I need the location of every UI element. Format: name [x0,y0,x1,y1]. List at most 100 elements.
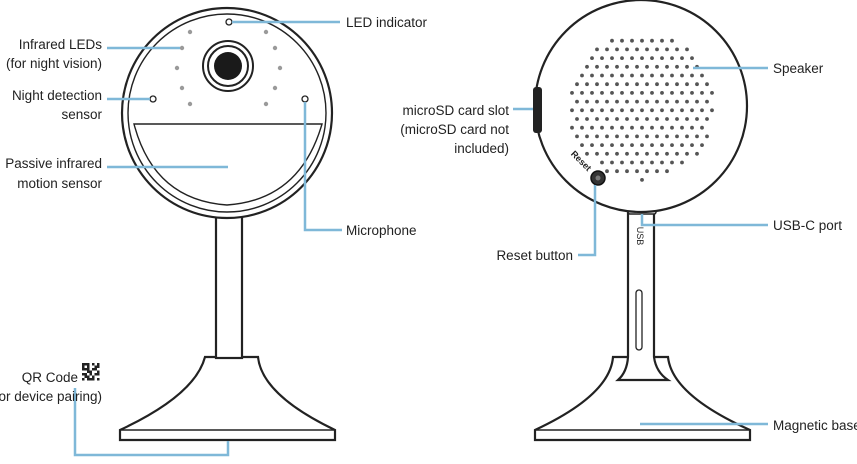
speaker-hole [675,151,679,156]
speaker-hole [615,82,619,87]
speaker-hole [630,56,634,60]
speaker-hole [650,56,654,60]
speaker-hole [620,56,624,60]
speaker-hole [690,125,694,130]
speaker-hole [620,160,624,165]
speaker-hole [670,125,674,130]
speaker-hole [665,64,669,69]
speaker-hole [705,82,709,87]
speaker-hole [580,73,584,78]
speaker-hole [655,134,659,139]
speaker-hole [625,82,629,87]
speaker-hole [670,143,674,148]
speaker-hole [660,73,664,78]
speaker-hole [650,143,654,148]
speaker-hole [660,143,664,148]
speaker-hole [685,64,689,69]
speaker-hole [690,56,694,60]
labels: LED indicator Infrared LEDs (for night v… [0,15,857,433]
speaker-hole [675,82,679,87]
speaker-hole [650,125,654,130]
speaker-hole [635,64,639,69]
speaker-hole [660,56,664,60]
speaker-hole [660,108,664,113]
speaker-hole [610,91,614,95]
speaker-hole [635,151,639,156]
speaker-hole [635,82,639,87]
speaker-hole [585,134,589,139]
speaker-hole [640,160,644,165]
speaker-hole [700,108,704,113]
speaker-hole [600,56,604,60]
speaker-hole [655,151,659,156]
speaker-hole [610,160,614,165]
speaker-hole [640,178,644,182]
speaker-hole [685,134,689,139]
speaker-hole [690,143,694,148]
label-usbc-port: USB-C port [773,218,842,233]
speaker-hole [680,160,684,165]
speaker-hole [615,64,619,69]
stem-slot [635,289,643,351]
speaker-hole [585,151,589,156]
speaker-hole [695,99,699,104]
speaker-hole [605,99,609,104]
speaker-hole [600,73,604,78]
speaker-hole [605,169,609,174]
speaker-hole [585,64,589,69]
speaker-hole [595,134,599,139]
speaker-hole [635,99,639,104]
speaker-hole [705,117,709,121]
speaker-hole [570,108,574,113]
speaker-hole [685,47,689,52]
speaker-hole [685,99,689,104]
speaker-hole [635,134,639,139]
speaker-hole [655,169,659,174]
speaker-hole [655,82,659,87]
speaker-hole [645,169,649,174]
microphone-hole [301,95,309,103]
speaker-hole [590,91,594,95]
speaker-hole [590,125,594,130]
speaker-hole [700,73,704,78]
speaker-hole [590,143,594,148]
speaker-hole [705,134,709,139]
speaker-hole [655,64,659,69]
label-reset-button: Reset button [496,248,573,263]
label-pir-2: motion sensor [17,176,102,191]
speaker-hole [600,91,604,95]
speaker-hole [645,134,649,139]
speaker-hole [650,108,654,113]
speaker-hole [670,56,674,60]
speaker-hole [600,108,604,113]
label-infrared-leds: Infrared LEDs [19,37,103,52]
qr-code-icon [82,363,100,381]
speaker-hole [610,108,614,113]
speaker-hole [670,38,674,43]
speaker-hole [630,73,634,78]
speaker-hole [645,99,649,104]
speaker-hole [575,134,579,139]
speaker-hole [685,117,689,121]
speaker-hole [650,38,654,43]
speaker-hole [635,169,639,174]
speaker-hole [670,160,674,165]
speaker-hole [695,82,699,87]
label-infrared-leds-note: (for night vision) [6,56,102,71]
speaker-hole [605,47,609,52]
speaker-hole [595,82,599,87]
lens-inner [214,52,242,80]
speaker-hole [580,108,584,113]
speaker-hole [645,47,649,52]
speaker-hole [610,143,614,148]
back-stem [615,203,672,382]
speaker-hole [595,47,599,52]
speaker-hole [660,160,664,165]
speaker-hole [580,125,584,130]
speaker-hole [595,151,599,156]
label-speaker: Speaker [773,61,824,76]
speaker-hole [600,143,604,148]
speaker-hole [650,73,654,78]
label-microsd-3: included) [454,141,509,156]
